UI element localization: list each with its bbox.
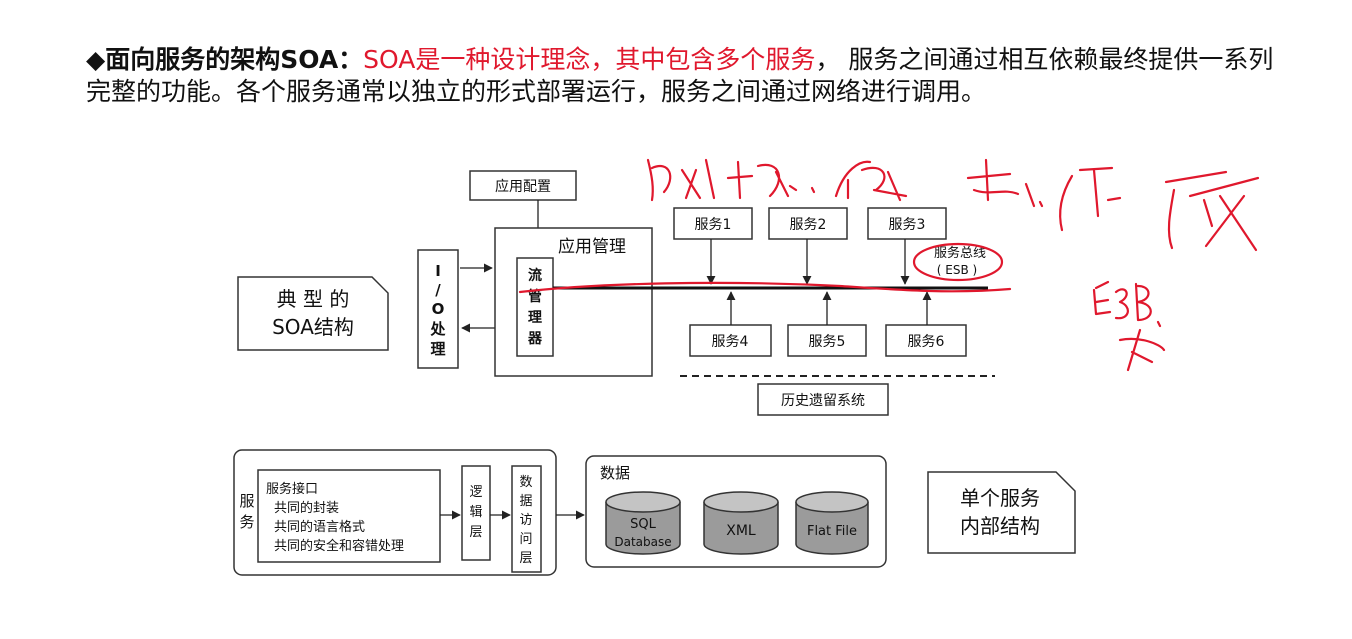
service-label: 服务2 bbox=[790, 217, 827, 233]
ink-scribble-3 bbox=[834, 160, 908, 202]
flow-char: 理 bbox=[528, 310, 542, 326]
io-char: 理 bbox=[430, 340, 445, 358]
app-config-box: 应用配置 bbox=[469, 170, 577, 201]
flow-char: 管 bbox=[528, 288, 542, 305]
legacy-label: 历史遗留系统 bbox=[781, 393, 865, 409]
single-label-line1: 单个服务 bbox=[960, 486, 1040, 510]
db-label: SQL bbox=[630, 517, 656, 532]
service-label: 服务1 bbox=[695, 217, 732, 233]
typical-label-line2: SOA结构 bbox=[272, 315, 354, 339]
typical-soa-label: 典 型 的 SOA结构 bbox=[237, 276, 389, 351]
esb-label-line1: 服务总线 bbox=[934, 245, 986, 261]
interface-line: 共同的封装 bbox=[274, 500, 339, 516]
ink-esb-text bbox=[1092, 280, 1162, 328]
service-label: 服务4 bbox=[712, 334, 749, 350]
io-processing-box: I / O 处 理 bbox=[417, 249, 459, 369]
ink-scribble-6 bbox=[1164, 170, 1260, 252]
flat-file-cylinder: Flat File bbox=[795, 491, 869, 555]
app-manage-label: 应用管理 bbox=[558, 237, 626, 257]
service-6-box: 服务6 bbox=[885, 324, 967, 357]
db-label: Database bbox=[614, 535, 671, 549]
single-label-line2: 内部结构 bbox=[960, 514, 1040, 538]
single-service-label: 单个服务 内部结构 bbox=[927, 471, 1076, 554]
xml-cylinder: XML bbox=[703, 491, 779, 555]
logic-char: 逻 bbox=[469, 485, 482, 500]
ink-dot bbox=[810, 186, 816, 194]
data-access-box: 数 据 访 问 层 bbox=[511, 465, 542, 573]
app-config-label: 应用配置 bbox=[495, 178, 551, 195]
io-char: 处 bbox=[429, 320, 446, 338]
intro-highlight: SOA是一种设计理念，其中包含多个服务 bbox=[363, 45, 816, 74]
service-2-box: 服务2 bbox=[768, 207, 848, 240]
interface-line: 共同的语言格式 bbox=[274, 519, 365, 535]
intro-lead: 面向服务的架构SOA： bbox=[105, 45, 364, 74]
interface-line: 服务接口 bbox=[266, 481, 318, 497]
intro-rest: ， 服务之间通过相互依赖最终提供一系列完整的功能。各个服务通常以独立的形式部署运… bbox=[86, 45, 1274, 106]
ink-scribble-2 bbox=[726, 160, 798, 200]
data-title: 数据 bbox=[600, 464, 630, 482]
io-char: I bbox=[435, 262, 441, 280]
service-side-char: 服 bbox=[239, 492, 254, 510]
service-side-char: 务 bbox=[239, 513, 254, 531]
data-access-char: 访 bbox=[519, 513, 532, 528]
service-label: 服务5 bbox=[809, 334, 846, 350]
esb-label-line2: ( ESB ) bbox=[937, 263, 977, 277]
io-char: / bbox=[435, 281, 441, 299]
intro-paragraph: ◆面向服务的架构SOA：SOA是一种设计理念，其中包含多个服务， 服务之间通过相… bbox=[86, 44, 1286, 108]
logic-char: 辑 bbox=[469, 505, 482, 520]
db-label: Flat File bbox=[807, 524, 857, 539]
service-5-box: 服务5 bbox=[787, 324, 867, 357]
ink-esb-circle bbox=[912, 242, 1004, 282]
data-access-char: 数 bbox=[519, 475, 532, 490]
legacy-system-box: 历史遗留系统 bbox=[757, 383, 889, 416]
data-access-char: 问 bbox=[519, 532, 532, 547]
flow-char: 器 bbox=[527, 331, 543, 347]
db-label: XML bbox=[726, 523, 756, 539]
ink-underline bbox=[518, 281, 1012, 294]
ink-scribble-5 bbox=[1059, 166, 1122, 232]
flow-manager-box: 流 管 理 器 bbox=[516, 257, 554, 357]
ink-mark bbox=[1118, 328, 1166, 372]
service-label: 服务3 bbox=[889, 217, 926, 233]
service-3-box: 服务3 bbox=[867, 207, 947, 240]
typical-label-line1: 典 型 的 bbox=[277, 287, 350, 311]
logic-char: 层 bbox=[469, 525, 482, 540]
service-label: 服务6 bbox=[908, 334, 945, 350]
data-access-char: 层 bbox=[519, 551, 532, 566]
io-char: O bbox=[432, 300, 445, 318]
flow-char: 流 bbox=[528, 267, 542, 284]
logic-layer-box: 逻 辑 层 bbox=[461, 465, 491, 561]
ink-scribble-1 bbox=[646, 158, 716, 202]
data-access-char: 据 bbox=[519, 494, 532, 509]
service-interface-box: 服务接口 共同的封装 共同的语言格式 共同的安全和容错处理 bbox=[257, 469, 441, 563]
ink-scribble-4 bbox=[966, 158, 1044, 208]
interface-line: 共同的安全和容错处理 bbox=[274, 538, 404, 554]
service-1-box: 服务1 bbox=[673, 207, 753, 240]
sql-database-cylinder: SQL Database bbox=[605, 491, 681, 555]
bullet-marker: ◆ bbox=[86, 45, 106, 74]
